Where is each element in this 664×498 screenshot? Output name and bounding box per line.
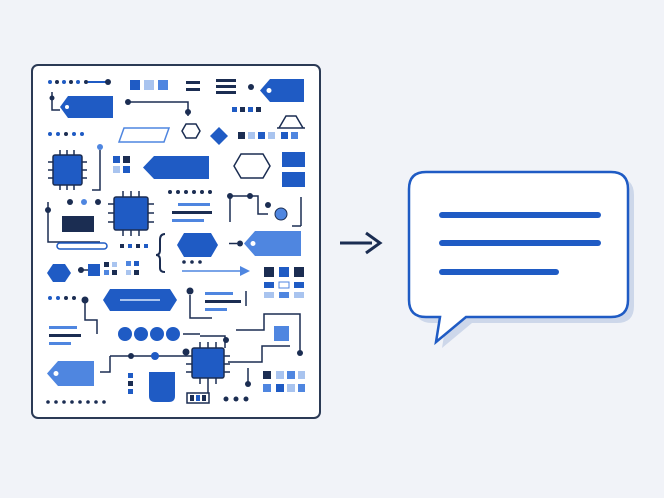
- outline-bar: [56, 242, 108, 250]
- text-lines-center: [172, 203, 212, 222]
- block-navy: [62, 216, 94, 232]
- node-dot: [248, 84, 254, 90]
- tag-shape-left: [49, 92, 113, 118]
- text-lines-lower: [205, 292, 241, 311]
- dot-chain-lower: [120, 244, 148, 248]
- outline-hexagon-large: [233, 153, 271, 179]
- dot-column: [128, 373, 133, 394]
- node-dot: [81, 199, 87, 205]
- diamond-node: [210, 127, 228, 145]
- tag-shape-center: [143, 156, 209, 179]
- dot-chain-mid: [168, 190, 212, 194]
- bracket-left: [47, 202, 100, 243]
- speech-bubble-body: [407, 170, 630, 346]
- block-right-b: [282, 172, 305, 187]
- pill-block: [103, 289, 177, 311]
- dot-chain-bottom-right: [223, 396, 249, 402]
- dot-chain-left-lower: [48, 296, 76, 300]
- shield-block: [149, 372, 175, 402]
- dot-chain-left: [48, 132, 84, 136]
- battery-icon: [186, 392, 210, 404]
- connector-trace-lower-left: [84, 303, 98, 334]
- node-dot: [67, 199, 73, 205]
- connector-trace-circles: [183, 313, 301, 353]
- text-line: [439, 212, 601, 218]
- dash-pair: [186, 81, 200, 91]
- brace-shape: [155, 233, 166, 273]
- block-right-a: [282, 152, 305, 167]
- tag-shape-bottom-left: [47, 361, 94, 386]
- speech-bubble-icon: [407, 170, 634, 348]
- node-dot: [297, 350, 303, 356]
- node-dot: [151, 352, 159, 360]
- arrow-right-icon: [340, 231, 383, 255]
- tag-shape-right: [229, 231, 301, 256]
- circle-row: [118, 327, 180, 341]
- bracket-shape: [277, 115, 305, 129]
- square-grid-bottom-right: [263, 371, 305, 392]
- speech-bubble-text-lines: [439, 212, 601, 275]
- connector-trace-right: [229, 195, 268, 222]
- arrow-line: [182, 266, 250, 276]
- node-dot: [182, 348, 190, 356]
- connector-trace-chip-lower: [100, 345, 290, 373]
- text-line: [439, 269, 559, 275]
- dot-row-lower: [126, 261, 139, 275]
- square-cluster-top: [130, 80, 168, 90]
- hexagon-node: [47, 264, 71, 282]
- node-dot: [78, 267, 84, 273]
- outline-hexagon-small: [181, 123, 201, 139]
- connector-trace-chip: [92, 150, 101, 191]
- square-node-outlined: [272, 324, 291, 343]
- circuit-panel: [31, 64, 321, 419]
- dot-chain-top-left: [48, 79, 111, 85]
- node-dot: [245, 381, 251, 387]
- node-dot: [97, 144, 103, 150]
- ring-node: [274, 207, 288, 221]
- connector-trace-pill: [189, 295, 212, 319]
- node-dot: [265, 202, 271, 208]
- node-dot: [247, 193, 253, 199]
- square-row-mid: [238, 132, 298, 139]
- node-dot: [185, 109, 191, 115]
- square-node: [88, 264, 100, 276]
- node-dot: [81, 296, 89, 304]
- node-dot: [128, 353, 134, 359]
- dot-row-small: [232, 107, 261, 112]
- square-grid-small: [113, 156, 130, 173]
- node-dot: [227, 193, 233, 199]
- bars-stack-top: [216, 79, 236, 94]
- dot-chain-arrow: [182, 260, 202, 264]
- hexagon-node: [177, 233, 218, 257]
- node-dot: [125, 99, 131, 105]
- dot-chain-bottom: [46, 400, 106, 404]
- microchip-icon: [186, 342, 230, 384]
- microchip-icon: [108, 191, 154, 236]
- bracket-right: [292, 197, 302, 227]
- text-lines-left: [49, 326, 81, 345]
- text-line: [439, 240, 601, 246]
- outline-parallelogram: [117, 127, 171, 143]
- node-dot: [95, 199, 101, 205]
- square-grid-right: [264, 267, 304, 298]
- node-dot: [45, 207, 51, 213]
- node-dot: [186, 287, 194, 295]
- square-grid-small: [104, 262, 117, 275]
- tag-shape-top-right: [260, 79, 304, 102]
- microchip-icon: [48, 150, 87, 190]
- node-dot: [223, 337, 229, 343]
